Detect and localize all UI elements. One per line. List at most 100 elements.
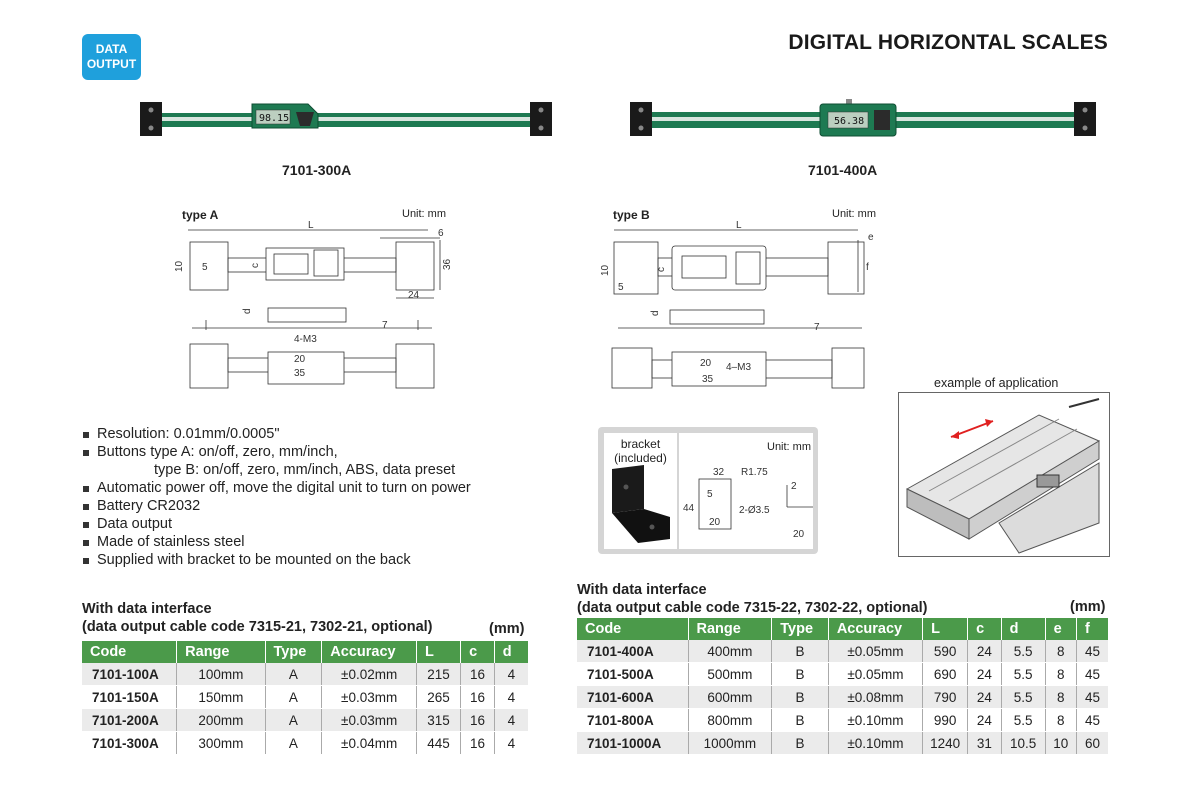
table-cell: ±0.04mm [321,731,417,755]
dim-a-7: 7 [382,320,388,331]
dim-a-35: 35 [294,368,306,379]
dim-b-7: 7 [814,322,820,333]
table-cell: ±0.10mm [828,708,924,732]
column-header: Code [82,641,178,663]
column-header: Accuracy [321,641,417,663]
table-cell: ±0.08mm [828,685,924,709]
table-cell: 7101-150A [82,685,178,709]
column-header: d [1001,618,1046,640]
dim-b-L: L [736,220,742,231]
bracket-hole: 2-Ø3.5 [739,505,770,516]
table-cell: 7101-600A [577,685,689,709]
bracket-radius: R1.75 [741,467,768,478]
feature-item: Automatic power off, move the digital un… [82,479,471,497]
scale-photo-400a: 56.38 [630,99,1096,137]
table-cell: 315 [416,708,462,732]
dim-b-5: 5 [618,282,624,293]
table-cell: 1240 [922,731,969,755]
table-a-heading: With data interface [82,601,212,617]
table-b-unit: (mm) [1070,599,1106,615]
bracket-slot: 5 [707,489,713,500]
feature-item: Made of stainless steel [82,533,471,551]
table-cell: 60 [1076,731,1108,755]
table-cell: ±0.02mm [321,663,417,686]
dim-a-20: 20 [294,354,306,365]
table-cell: 7101-500A [577,662,689,686]
dim-a-c: c [250,263,261,268]
model-label-400a: 7101-400A [808,162,878,178]
table-cell: 16 [460,731,495,755]
table-cell: 1000mm [688,731,773,755]
table-a-unit: (mm) [489,621,525,637]
dim-a-24: 24 [408,290,420,301]
dim-b-20: 20 [700,358,712,369]
table-cell: 10.5 [1001,731,1046,755]
table-cell: 100mm [176,663,266,686]
table-cell: 690 [922,662,969,686]
dim-b-35: 35 [702,374,714,385]
table-cell: A [265,731,323,755]
dim-b-m3: 4–M3 [726,362,751,373]
table-cell: 45 [1076,662,1108,686]
table-a-subheading: (data output cable code 7315-21, 7302-21… [82,619,433,635]
feature-item: Supplied with bracket to be mounted on t… [82,551,471,569]
type-b-unit: Unit: mm [832,208,876,220]
table-cell: 45 [1076,708,1108,732]
table-cell: 590 [922,640,969,663]
feature-item: Data output [82,515,471,533]
table-cell: 24 [967,708,1002,732]
dim-b-f: f [866,262,869,273]
dim-a-36: 36 [442,258,453,270]
badge-line2: OUTPUT [86,57,137,71]
dim-a-L: L [308,220,314,231]
bracket-width: 32 [713,467,725,478]
lcd-reading-300a: 98.15 [259,113,289,124]
feature-item: type B: on/off, zero, mm/inch, ABS, data… [154,462,456,478]
dim-b-10: 10 [600,264,611,276]
bracket-label: bracket [620,437,661,451]
table-cell: 300mm [176,731,266,755]
table-cell: 45 [1076,685,1108,709]
table-cell: 8 [1045,640,1078,663]
lcd-reading-400a: 56.38 [834,116,864,127]
feature-list: Resolution: 0.01mm/0.0005"Buttons type A… [82,425,471,569]
table-cell: 7101-100A [82,663,178,686]
table-cell: 4 [494,731,528,755]
drawing-type-b: L e 10 5 c f d 7 20 4–M3 35 [600,220,874,389]
table-cell: 400mm [688,640,773,663]
bracket-spacing: 20 [709,517,721,528]
page-title: DIGITAL HORIZONTAL SCALES [788,31,1108,54]
table-cell: 10 [1045,731,1078,755]
table-cell: 24 [967,640,1002,663]
column-header: c [460,641,495,663]
column-header: L [416,641,462,663]
table-cell: 265 [416,685,462,709]
column-header: Code [577,618,689,640]
table-cell: ±0.03mm [321,708,417,732]
feature-item: Buttons type A: on/off, zero, mm/inch, [82,443,471,461]
table-cell: ±0.10mm [828,731,924,755]
table-cell: 24 [967,662,1002,686]
application-label: example of application [934,376,1059,390]
table-cell: 990 [922,708,969,732]
table-cell: 7101-400A [577,640,689,663]
table-cell: A [265,685,323,709]
dim-b-d: d [650,310,661,316]
table-cell: B [771,640,829,663]
table-cell: A [265,708,323,732]
column-header: f [1076,618,1108,640]
table-cell: 8 [1045,708,1078,732]
bracket-icon [612,465,670,543]
table-cell: B [771,662,829,686]
table-cell: 5.5 [1001,685,1046,709]
model-label-300a: 7101-300A [282,162,352,178]
table-cell: 4 [494,685,528,709]
dim-a-6: 6 [438,228,444,239]
table-cell: B [771,708,829,732]
